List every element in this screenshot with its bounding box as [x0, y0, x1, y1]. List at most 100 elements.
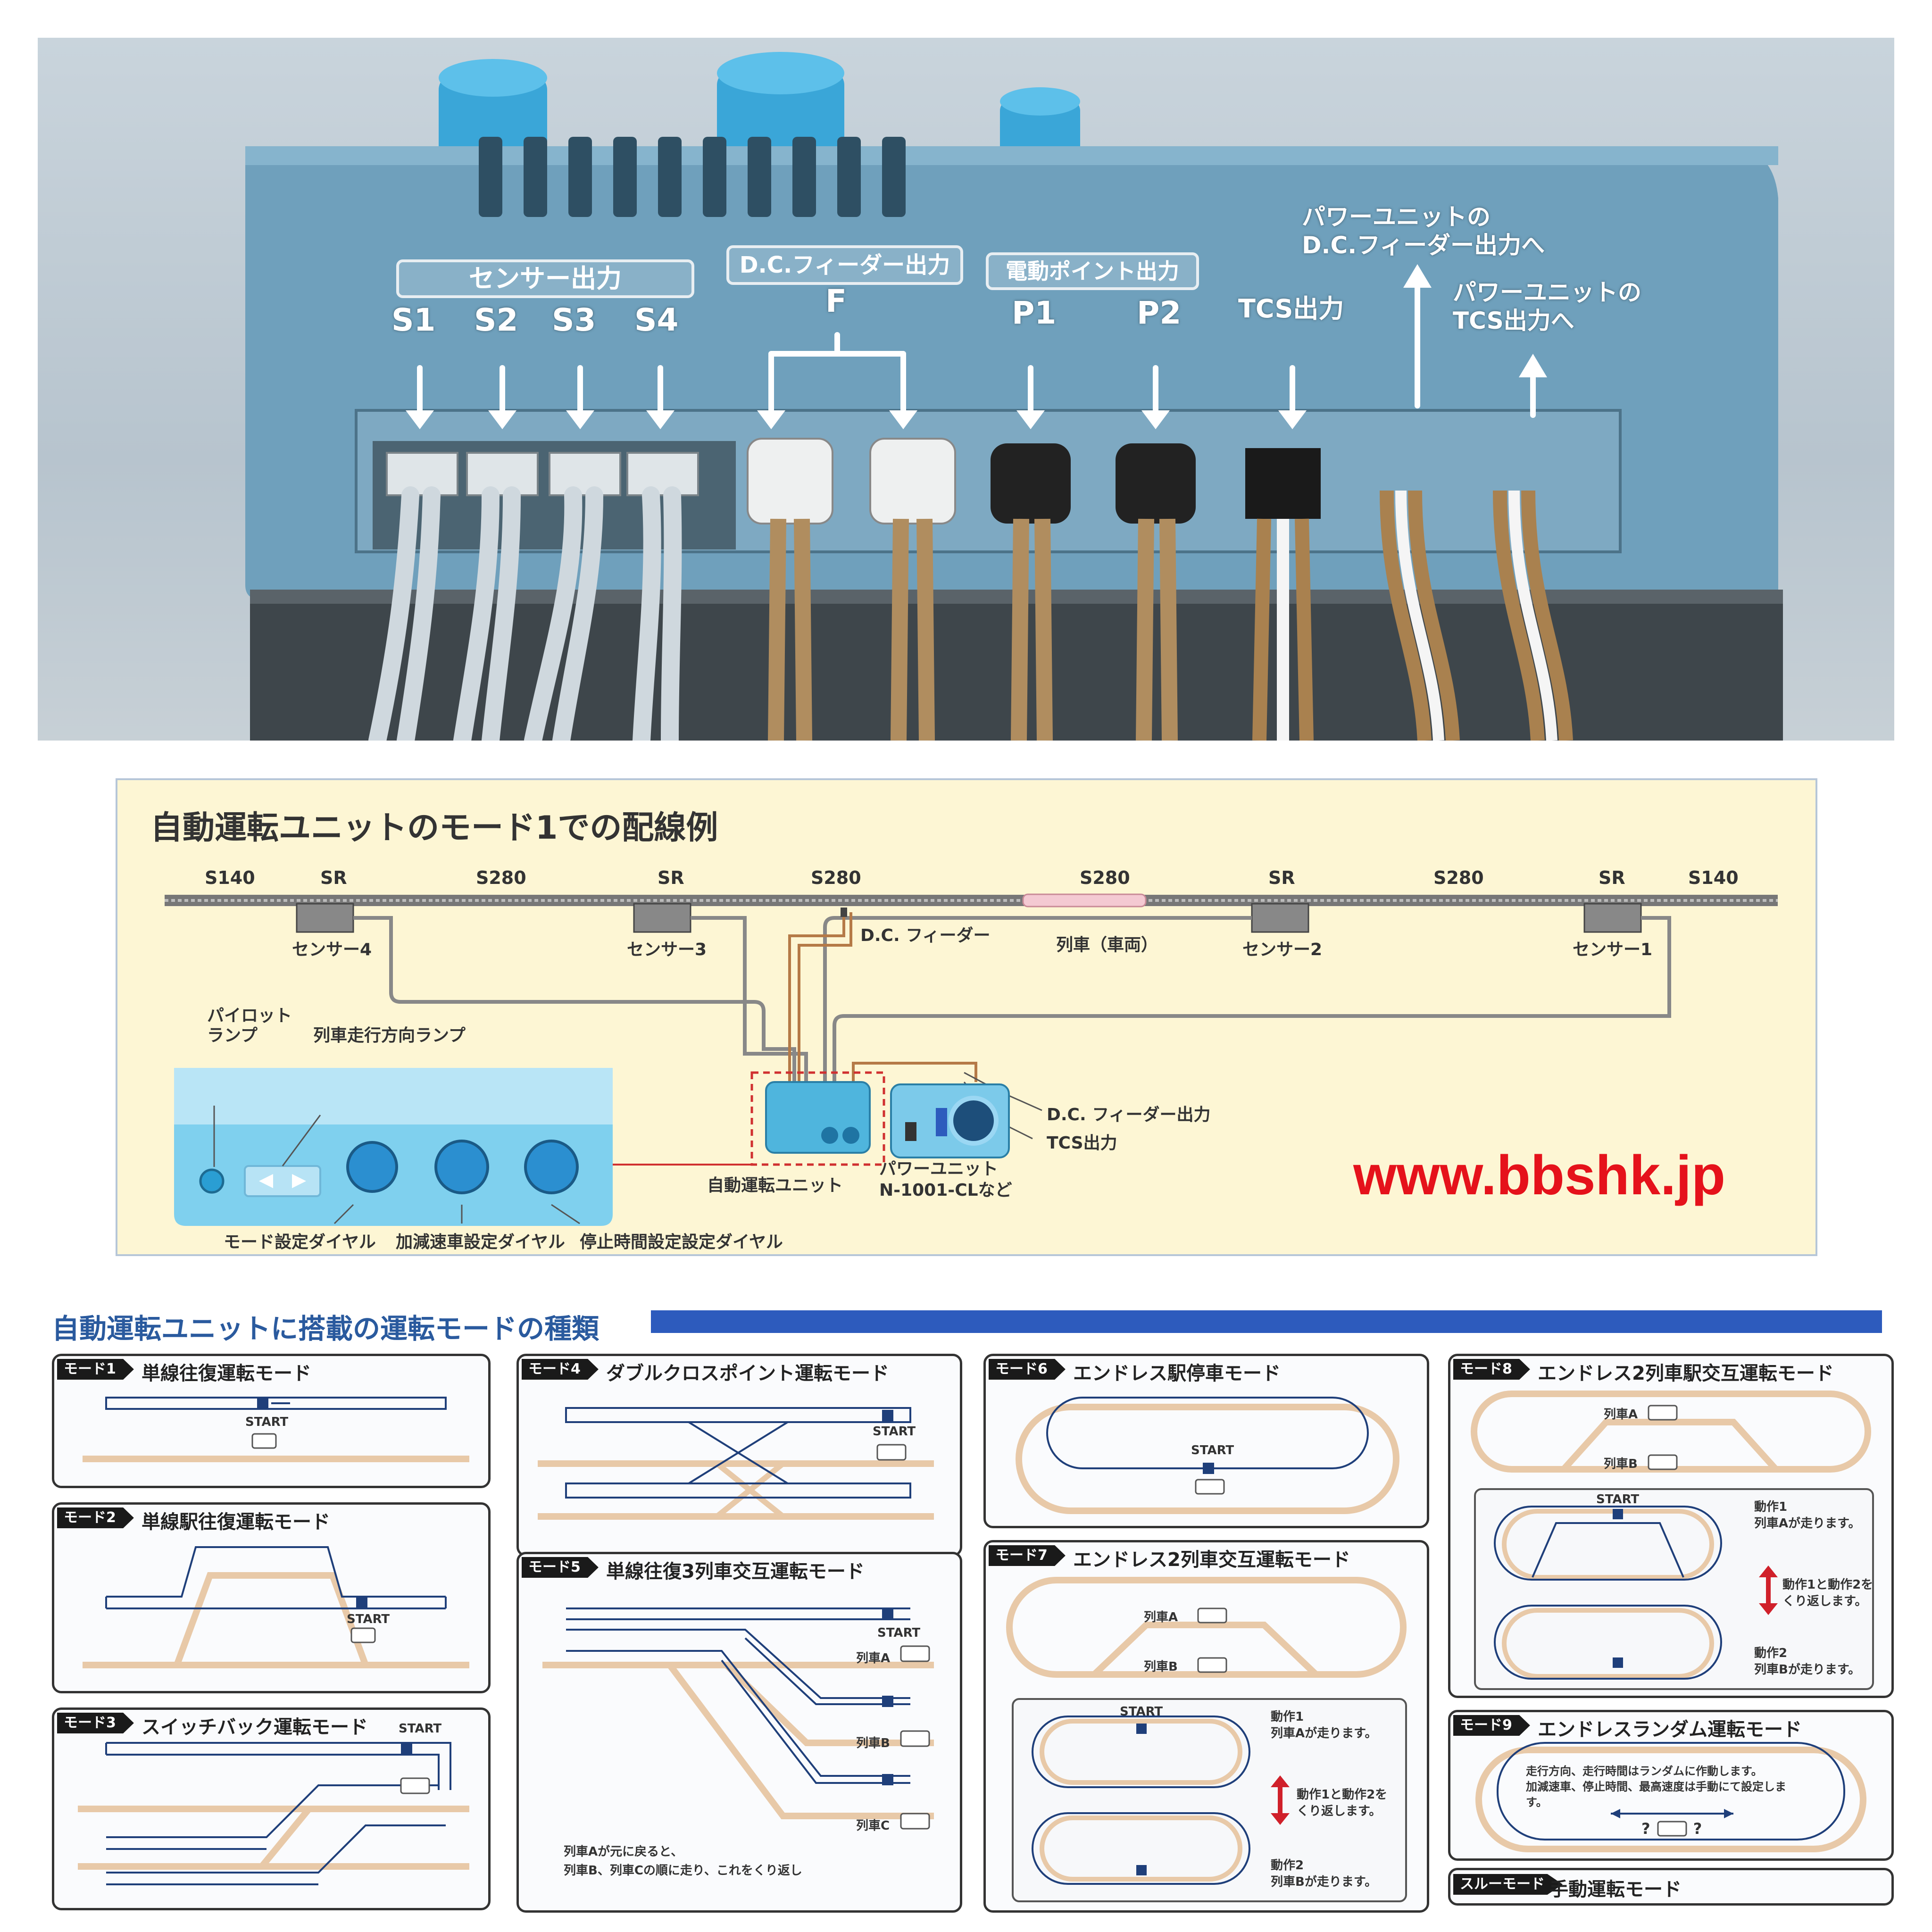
sensor-s2-label: S2: [474, 302, 518, 338]
sensor3-label: センサー3: [627, 940, 707, 959]
modes-title-bar: [651, 1310, 1882, 1333]
mode-3-diagram: [78, 1742, 469, 1885]
mode-7-repeat-1: 動作1と動作2を: [1297, 1788, 1388, 1802]
mode-9-desc-3: す。: [1526, 1796, 1548, 1809]
mode-9-tag: モード9: [1453, 1715, 1530, 1736]
thru-mode-tag: スルーモード: [1453, 1874, 1563, 1895]
track-label-4: SR: [658, 867, 684, 888]
pilot-lamp-label-1: パイロット: [207, 1006, 292, 1025]
mode-7-train-a: 列車A: [1144, 1610, 1178, 1624]
track-label-2: SR: [320, 867, 347, 888]
mode-3-name: スイッチバック運転モード: [142, 1716, 368, 1738]
mode-5-diagram: [542, 1607, 934, 1830]
mode-6-name: エンドレス駅停車モード: [1073, 1363, 1281, 1384]
mode-7-tag: モード7: [989, 1545, 1066, 1566]
mode-8-act1-desc: 列車Aが走ります。: [1754, 1516, 1861, 1531]
mode-3-tag: モード3: [57, 1713, 134, 1733]
mode-7-track: [1006, 1577, 1407, 1678]
mode-7-action-box: START 動作1 列車Aが走ります。 動作1と動作2を くり返します。 動作2…: [1012, 1698, 1407, 1902]
mode-3-start: START: [399, 1722, 442, 1736]
mode-1-name: 単線往復運転モード: [142, 1363, 311, 1384]
mode-9-random-mark: ? ?: [1641, 1820, 1721, 1838]
mode-2-card: モード2 単線駅往復運転モード START: [52, 1502, 491, 1693]
mode-2-start: START: [347, 1612, 390, 1626]
feeder-port-label: F: [825, 283, 847, 319]
thru-mode-name: 手動運転モード: [1549, 1879, 1682, 1900]
auto-unit-label: 自動運転ユニット: [707, 1176, 843, 1195]
mode-8-tag: モード8: [1453, 1359, 1530, 1380]
point-p2-label: P2: [1137, 295, 1182, 331]
mode-2-name: 単線駅往復運転モード: [142, 1511, 330, 1533]
sensor-output-header: センサー出力: [396, 259, 694, 298]
mode-2-diagram: [83, 1546, 469, 1668]
power-unit-label-2: N-1001-CLなど: [879, 1181, 1012, 1200]
mode-8-train-a: 列車A: [1604, 1407, 1638, 1422]
tcs-output-label: TCS出力: [1238, 294, 1344, 324]
site-url: www.bbshk.jp: [1353, 1144, 1725, 1207]
tcs-out-label: TCS出力: [1047, 1133, 1117, 1153]
track-label-8: S280: [1433, 867, 1484, 888]
mode-3-card: モード3 スイッチバック運転モード START: [52, 1707, 491, 1910]
sensor-s1-label: S1: [391, 302, 436, 338]
track-label-5: S280: [811, 867, 861, 888]
thru-mode-card: スルーモード 手動運転モード: [1448, 1868, 1894, 1906]
power-unit-label-1: パワーユニット: [879, 1159, 999, 1179]
mode-9-card: モード9 エンドレスランダム運転モード 走行方向、走行時間はランダムに作動します…: [1448, 1710, 1894, 1861]
wiring-title: 自動運転ユニットのモード1での配線例: [150, 809, 718, 847]
mode-1-diagram: [83, 1397, 469, 1462]
power-tcs-label-1: パワーユニットの: [1453, 279, 1641, 306]
mode-4-start: START: [873, 1424, 916, 1439]
mode-6-tag: モード6: [989, 1359, 1066, 1380]
mode-6-card: モード6 エンドレス駅停車モード START: [983, 1354, 1429, 1528]
mode-5-note-2: 列車B、列車Cの順に走り、これをくり返し: [564, 1864, 802, 1878]
wiring-diagram: [165, 893, 1778, 1226]
mode-9-diagram: [1475, 1742, 1866, 1852]
mode-8-repeat-1: 動作1と動作2を: [1782, 1578, 1874, 1592]
modes-title: 自動運転ユニットに搭載の運転モードの種類: [52, 1313, 600, 1345]
mode-5-name: 単線往復3列車交互運転モード: [606, 1561, 865, 1582]
stop-dial-label: 停止時間設定設定ダイヤル: [580, 1232, 783, 1252]
controller-illustration: [245, 52, 1783, 741]
sensor4-label: センサー4: [292, 940, 372, 959]
power-feeder-label-2: D.C.フィーダー出力へ: [1302, 232, 1545, 259]
mode-8-act1: 動作1: [1754, 1500, 1788, 1514]
track-label-9: SR: [1599, 867, 1625, 888]
mode-7-act1-desc: 列車Aが走ります。: [1271, 1726, 1377, 1740]
mode-7-start: START: [1120, 1705, 1163, 1719]
point-output-header: 電動ポイント出力: [986, 252, 1199, 290]
mode-7-action-diagram: [1032, 1715, 1290, 1885]
sensor-s3-label: S3: [552, 302, 596, 338]
mode-6-start: START: [1191, 1443, 1234, 1457]
mode-4-diagram: [538, 1407, 934, 1520]
mode-5-train-b: 列車B: [856, 1736, 890, 1750]
mode-2-tag: モード2: [57, 1507, 134, 1528]
train-label: 列車（車両）: [1056, 935, 1158, 955]
mode-8-repeat-2: くり返します。: [1782, 1594, 1867, 1608]
mode-7-act2-desc: 列車Bが走ります。: [1271, 1875, 1377, 1889]
mode-9-name: エンドレスランダム運転モード: [1538, 1719, 1802, 1740]
mode-7-repeat-2: くり返します。: [1297, 1804, 1382, 1818]
mode-4-card: モード4 ダブルクロスポイント運転モード START: [516, 1354, 962, 1557]
mode-4-tag: モード4: [522, 1359, 599, 1380]
power-feeder-label-1: パワーユニットの: [1302, 203, 1491, 231]
mode-1-card: モード1 単線往復運転モード START: [52, 1354, 491, 1488]
mode-7-card: モード7 エンドレス2列車交互運転モード 列車A 列車B START 動作1 列…: [983, 1540, 1429, 1913]
point-p1-label: P1: [1012, 295, 1057, 331]
mode-5-card: モード5 単線往復3列車交互運転モード START 列車A 列車B 列車C 列車…: [516, 1552, 962, 1913]
wiring-example-panel: 自動運転ユニットのモード1での配線例: [116, 778, 1817, 1256]
mode-7-train-b: 列車B: [1144, 1660, 1178, 1674]
mode-dial-label: モード設定ダイヤル: [224, 1232, 376, 1252]
mode-7-name: エンドレス2列車交互運転モード: [1073, 1549, 1350, 1571]
dc-feeder-label: D.C. フィーダー: [860, 926, 991, 945]
mode-4-name: ダブルクロスポイント運転モード: [606, 1363, 889, 1384]
mode-8-act2: 動作2: [1754, 1646, 1788, 1660]
track-label-6: S280: [1080, 867, 1130, 888]
track-label-10: S140: [1688, 867, 1739, 888]
mode-9-desc-2: 加減速車、停止時間、最高速度は手動にて設定しま: [1526, 1780, 1786, 1793]
mode-5-tag: モード5: [522, 1557, 599, 1578]
mode-8-action-diagram: [1494, 1506, 1778, 1680]
mode-8-card: モード8 エンドレス2列車駅交互運転モード 列車A 列車B START 動作1 …: [1448, 1354, 1894, 1698]
accel-dial-label: 加減速車設定ダイヤル: [396, 1232, 565, 1252]
mode-5-train-c: 列車C: [856, 1819, 890, 1833]
power-tcs-label-2: TCS出力へ: [1453, 307, 1574, 334]
